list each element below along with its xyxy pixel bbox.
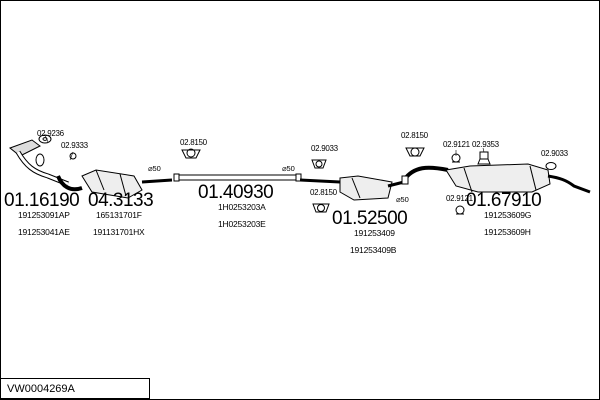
fitting-label: 02.8150: [310, 188, 337, 197]
middle-pipe-drawing: [173, 173, 302, 182]
diagram-code-box: VW0004269A: [0, 378, 150, 399]
fitting-label: 02.8150: [401, 131, 428, 140]
catalytic-converter-drawing: [81, 169, 173, 199]
part-reference: 191253409: [354, 228, 395, 238]
part-number: 01.67910: [466, 190, 542, 211]
part-reference: 191253091AP: [18, 210, 70, 220]
fitting-label: 02.9033: [311, 144, 338, 153]
part-reference: 191253609H: [484, 227, 531, 237]
pipe-diameter-label: ⌀50: [148, 164, 161, 173]
fitting-label: 02.9121: [446, 194, 473, 203]
part-reference: 1H0253203E: [218, 219, 266, 229]
part-reference: 165131701F: [96, 210, 142, 220]
fitting-label: 02.9236: [37, 129, 64, 138]
pipe-diameter-label: ⌀50: [396, 195, 409, 204]
fitting-label: 02.9353: [472, 140, 499, 149]
diagram-code: VW0004269A: [7, 383, 75, 395]
part-reference: 1H0253203A: [218, 202, 266, 212]
part-number: 01.52500: [332, 208, 408, 229]
fitting-label: 02.8150: [180, 138, 207, 147]
rear-silencer-drawing: [401, 163, 591, 194]
part-reference: 191131701HX: [93, 227, 145, 237]
pipe-diameter-label: ⌀50: [282, 164, 295, 173]
part-number: 01.40930: [198, 182, 274, 203]
part-number: 04.3133: [88, 190, 154, 211]
part-reference: 191253409B: [350, 245, 397, 255]
fitting-label: 02.9333: [61, 141, 88, 150]
part-number: 01.16190: [4, 190, 80, 211]
part-reference: 191253041AE: [18, 227, 70, 237]
fitting-label: 02.9033: [541, 149, 568, 158]
fitting-label: 02.9121: [443, 140, 470, 149]
part-reference: 191253609G: [484, 210, 532, 220]
leader-lines: [44, 134, 485, 161]
centre-silencer-drawing: [299, 175, 405, 201]
fitting-symbols: [38, 134, 557, 215]
front-pipe-drawing: [8, 139, 83, 192]
